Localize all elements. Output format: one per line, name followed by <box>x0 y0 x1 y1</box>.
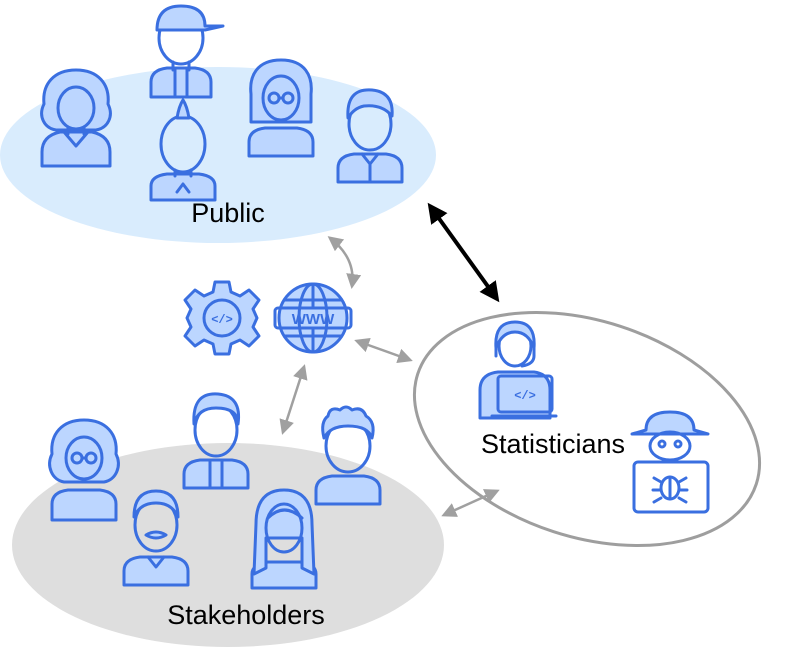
laptop-code-text: </> <box>514 389 536 403</box>
man-cap-icon <box>149 4 225 99</box>
globe-www-icon: WWW <box>273 282 353 354</box>
hacker-bug-icon <box>630 410 710 514</box>
man-curly-hair-icon <box>314 405 382 506</box>
arrow-stakeholders-statisticians <box>441 489 500 517</box>
statisticians-label: Statisticians <box>481 429 625 459</box>
stakeholders-label: Stakeholders <box>167 600 325 630</box>
arrow-public-globe <box>327 236 362 289</box>
gear-code-icon: </> <box>183 280 261 356</box>
public-label: Public <box>191 198 265 228</box>
woman-long-hair-icon <box>250 488 318 590</box>
arrow-globe-stakeholders <box>279 364 308 435</box>
woman-curly-hair-icon <box>40 68 112 168</box>
woman-glasses-icon <box>48 418 120 522</box>
man-shirt-icon <box>336 88 404 184</box>
punk-mohawk-icon <box>149 98 217 202</box>
gear-code-text: </> <box>211 313 233 327</box>
man-icon <box>182 392 250 490</box>
woman-glasses-icon <box>247 58 315 158</box>
man-mustache-icon <box>122 489 190 587</box>
arrow-public-statisticians <box>427 202 500 303</box>
globe-www-text: WWW <box>292 311 335 328</box>
arrow-globe-statisticians <box>354 337 413 364</box>
developer-headset-icon: </> <box>478 320 558 420</box>
